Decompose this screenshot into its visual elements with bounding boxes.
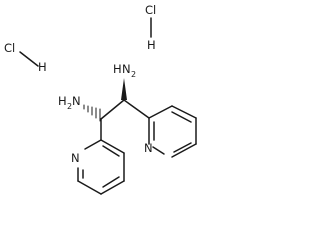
nh2-lower: H 2 N [58, 94, 81, 111]
n-ring-left: N [71, 151, 80, 165]
pyridine-ring-right: N [144, 105, 197, 158]
pyridine-ring-left: N [71, 139, 125, 195]
nh2-upper-n: N [122, 62, 131, 76]
c-c-central-bond [100, 99, 125, 120]
nh2-upper: H N 2 [113, 62, 136, 79]
nh2-lower-h: H [58, 94, 67, 108]
diamine-backbone [83, 78, 150, 141]
hashed-wedge-lower [83, 104, 101, 122]
cl-left-label: Cl [4, 41, 15, 55]
n-ring-right: N [144, 141, 153, 155]
nh2-lower-n: N [72, 94, 81, 108]
nh2-lower-sub: 2 [67, 102, 72, 111]
bond-to-right-pyridine [123, 99, 150, 119]
hcl-left: Cl H [4, 41, 47, 74]
h-right-label: H [147, 38, 156, 52]
chemical-structure-diagram: Cl H Cl H H N 2 H 2 N [4, 3, 197, 195]
wedge-bond-upper [121, 78, 127, 100]
nh2-upper-h: H [113, 62, 122, 76]
nh2-upper-sub: 2 [131, 70, 136, 79]
h-left-label: H [38, 60, 47, 74]
cl-right-label: Cl [145, 3, 156, 17]
hcl-left-bond [19, 51, 39, 67]
hcl-right: Cl H [145, 3, 156, 52]
